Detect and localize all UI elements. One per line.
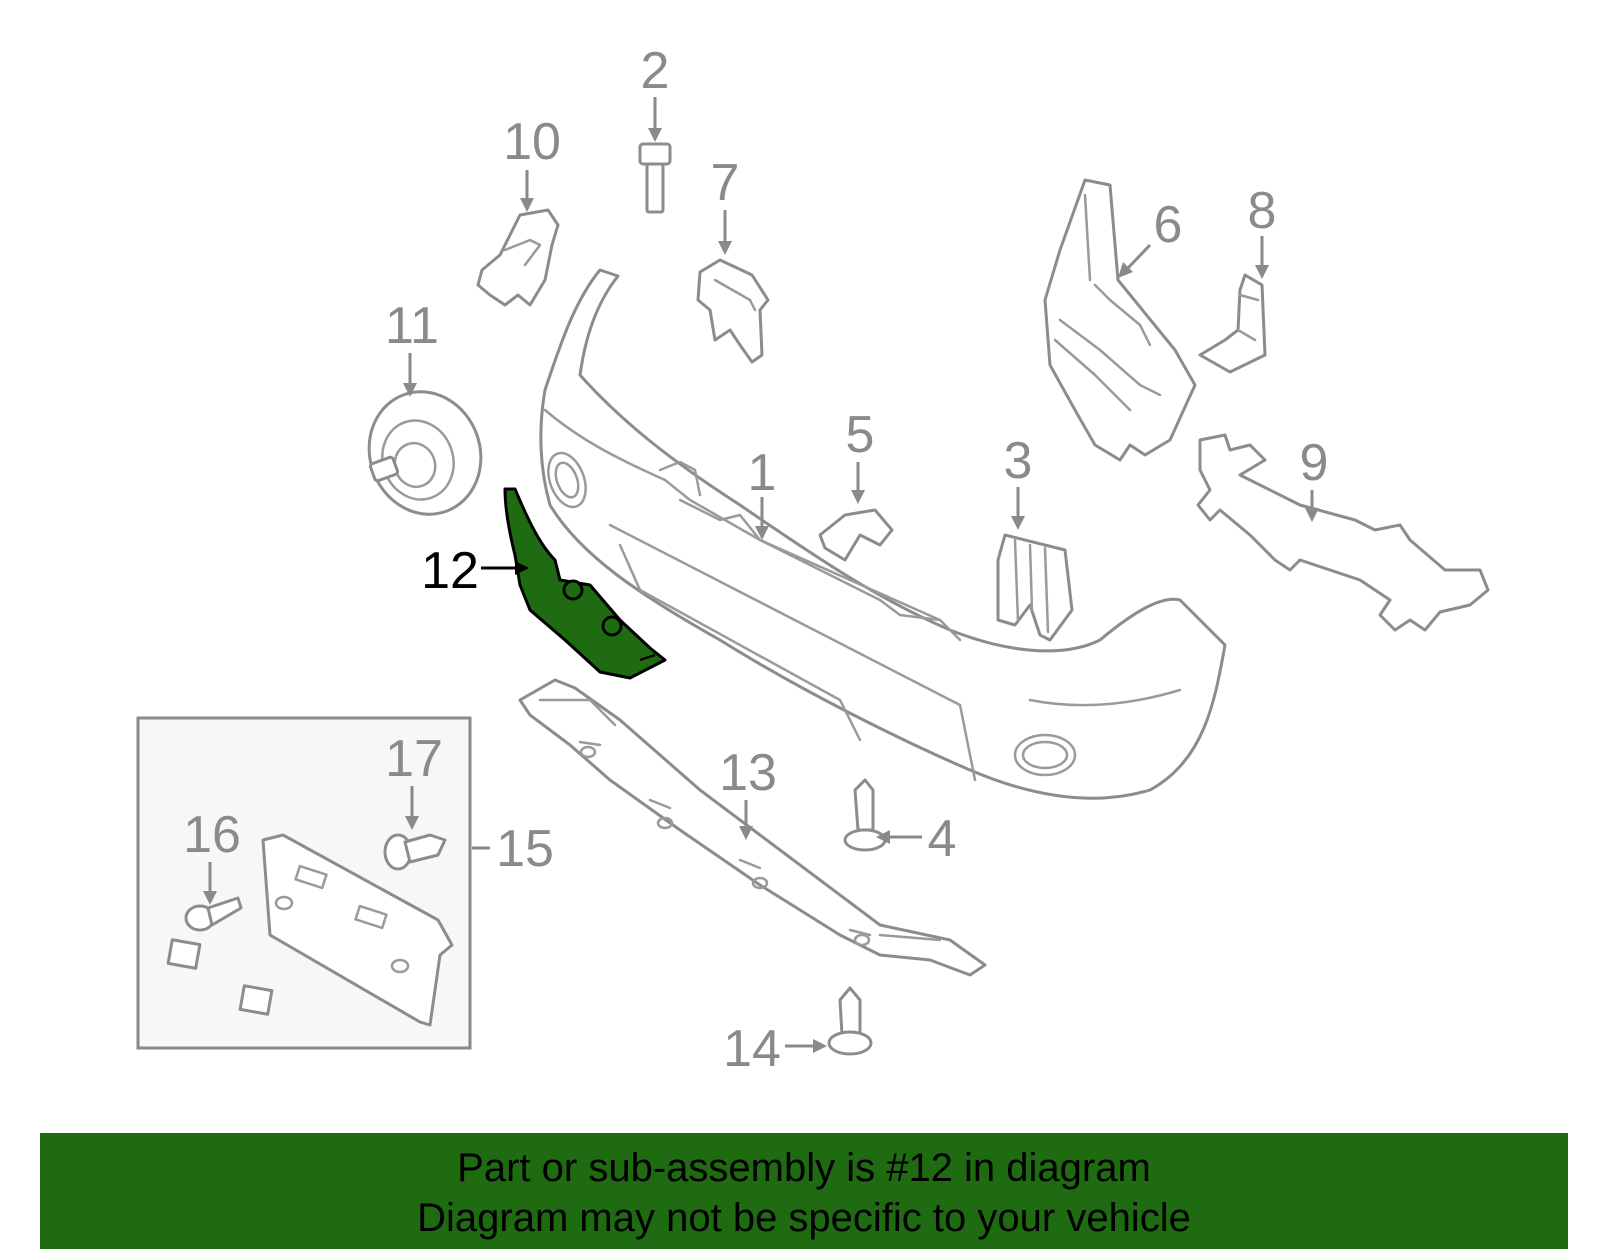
- leader-lines: [203, 97, 1319, 1053]
- callout-11: 11: [385, 297, 439, 355]
- callout-13: 13: [719, 744, 777, 802]
- callout-14: 14: [723, 1020, 781, 1078]
- screw-part-14: [827, 986, 873, 1056]
- fog-lamp-part-11: [367, 390, 483, 516]
- callout-15: 15: [496, 820, 554, 878]
- callout-17: 17: [385, 730, 443, 788]
- reinforcement-part-9: [1196, 433, 1490, 632]
- license-kit-box-part-15: [136, 716, 472, 1050]
- highlighted-bracket-part-12: [503, 487, 667, 680]
- callout-4: 4: [928, 810, 957, 868]
- footer-line-2: Diagram may not be specific to your vehi…: [417, 1196, 1191, 1240]
- callout-5: 5: [846, 406, 875, 464]
- bracket-part-7: [696, 258, 770, 364]
- callout-1: 1: [748, 444, 777, 502]
- callout-16: 16: [183, 806, 241, 864]
- callout-labels: 1 2 3 4 5 6 7 8 9 10 11 12 13 14 15 16 1…: [183, 42, 1328, 1078]
- lower-valance-part-13: [518, 678, 987, 977]
- callout-3: 3: [1004, 432, 1033, 490]
- bracket-part-8: [1198, 273, 1267, 374]
- callout-2: 2: [641, 42, 670, 100]
- side-bracket-part-6: [1043, 178, 1197, 462]
- footer-line-1: Part or sub-assembly is #12 in diagram: [457, 1146, 1151, 1190]
- bracket-part-3: [996, 533, 1074, 642]
- bracket-part-5: [818, 508, 894, 562]
- clip-part-17: [383, 833, 447, 871]
- callout-12: 12: [421, 542, 479, 600]
- footer-banner: Part or sub-assembly is #12 in diagram D…: [40, 1133, 1568, 1249]
- bracket-part-10: [476, 208, 560, 307]
- callout-7: 7: [711, 154, 740, 212]
- screw-part-16: [184, 896, 243, 932]
- bumper-cover-part: [539, 268, 1227, 800]
- bolt-part-2: [638, 142, 672, 214]
- callout-10: 10: [503, 113, 561, 171]
- callout-8: 8: [1248, 182, 1277, 240]
- callout-9: 9: [1300, 434, 1329, 492]
- screw-part-4: [843, 778, 887, 852]
- callout-6: 6: [1154, 196, 1183, 254]
